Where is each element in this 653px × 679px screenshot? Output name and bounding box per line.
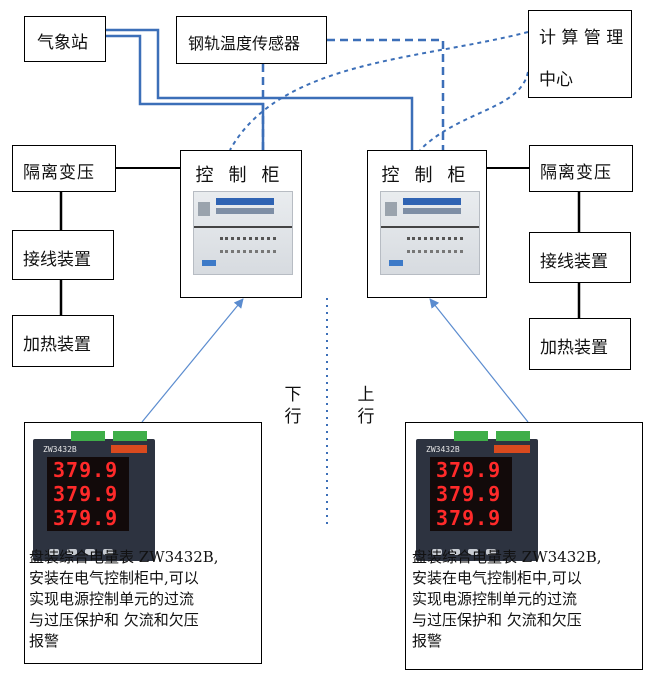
left-wiring-device-box: 接线装置 [12, 230, 114, 280]
right-meter-arrow [429, 298, 529, 423]
left-cabinet-photo [193, 191, 293, 275]
computing-center-label-line1: 计 算 管 理 [539, 28, 624, 48]
up-line-char1: 上 [357, 385, 375, 405]
right-meter-model: ZW3432B [426, 445, 460, 454]
left-heating-device-box: 加热装置 [12, 315, 114, 367]
left-isolation-transformer-label: 隔离变压 [23, 163, 95, 183]
left-meter-reading-1: 379.9 [53, 458, 119, 482]
right-heating-device-box: 加热装置 [529, 318, 631, 370]
computing-center-box: 计 算 管 理 中心 [528, 10, 632, 98]
sensor-to-right-cabinet-dashed [327, 38, 445, 150]
right-heating-device-label: 加热装置 [540, 338, 608, 358]
rail-temp-sensor-box: 钢轨温度传感器 [176, 16, 327, 64]
rail-temp-sensor-label: 钢轨温度传感器 [188, 34, 301, 53]
right-control-cabinet: 控制柜 [367, 150, 487, 298]
right-meter-image: ZW3432B 379.9 379.9 379.9 [416, 431, 538, 561]
up-line-char2: 行 [357, 407, 375, 427]
left-meter-panel: ZW3432B 379.9 379.9 379.9 盘装综合电量表 ZW3432… [24, 422, 262, 664]
left-control-cabinet-label: 控制柜 [195, 165, 295, 186]
right-wiring-device-label: 接线装置 [540, 252, 608, 272]
right-wiring-device-box: 接线装置 [529, 232, 631, 283]
right-meter-panel: ZW3432B 379.9 379.9 379.9 盘装综合电量表 ZW3432… [405, 422, 643, 670]
right-isolation-transformer-label: 隔离变压 [540, 163, 612, 183]
weather-station-box: 气象站 [24, 16, 106, 62]
left-isolation-transformer-box: 隔离变压 [12, 145, 116, 192]
right-control-cabinet-label: 控制柜 [381, 165, 481, 186]
left-heating-device-label: 加热装置 [23, 335, 91, 355]
left-meter-image: ZW3432B 379.9 379.9 379.9 [33, 431, 155, 561]
left-control-cabinet: 控制柜 [180, 150, 302, 298]
left-wiring-device-label: 接线装置 [23, 250, 91, 270]
right-cabinet-photo [380, 191, 480, 275]
down-line-char2: 行 [284, 407, 302, 427]
computing-center-label-line2: 中心 [539, 70, 573, 90]
right-meter-description: 盘装综合电量表 ZW3432B, 安装在电气控制柜中,可以 实现电源控制单元的过… [412, 548, 602, 650]
right-meter-reading-3: 379.9 [436, 506, 502, 530]
left-meter-reading-2: 379.9 [53, 482, 119, 506]
down-line-label: 下 行 [284, 384, 302, 428]
left-meter-description: 盘装综合电量表 ZW3432B, 安装在电气控制柜中,可以 实现电源控制单元的过… [29, 548, 219, 650]
down-line-char1: 下 [284, 385, 302, 405]
right-meter-reading-2: 379.9 [436, 482, 502, 506]
up-line-label: 上 行 [357, 384, 375, 428]
right-isolation-transformer-box: 隔离变压 [529, 145, 633, 192]
right-meter-reading-1: 379.9 [436, 458, 502, 482]
center-to-right-cabinet-curve [419, 71, 529, 151]
weather-station-label: 气象站 [37, 33, 88, 53]
left-meter-reading-3: 379.9 [53, 506, 119, 530]
left-meter-model: ZW3432B [43, 445, 77, 454]
left-meter-arrow [141, 298, 244, 423]
